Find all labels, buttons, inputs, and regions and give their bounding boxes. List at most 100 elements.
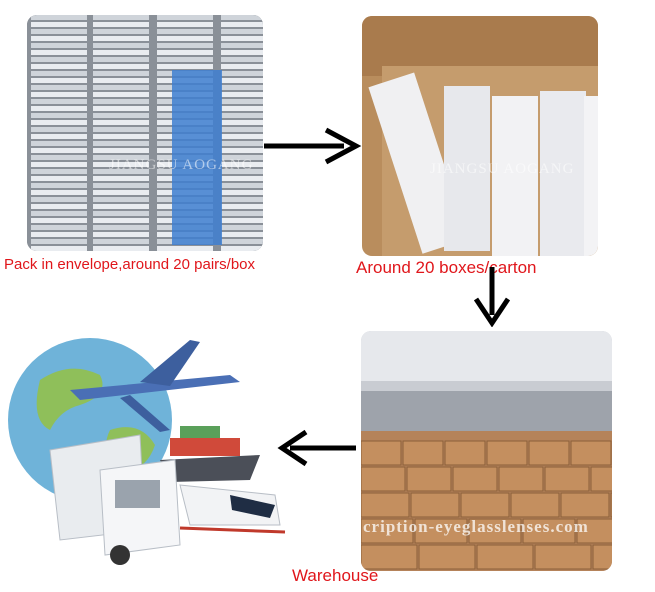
envelope-row <box>31 155 87 160</box>
envelope-row <box>31 190 87 195</box>
warehouse-carton <box>487 441 527 465</box>
envelope-row <box>93 113 149 118</box>
warehouse-carton <box>545 467 589 491</box>
envelope-row <box>221 218 263 223</box>
envelope-row <box>31 183 87 188</box>
envelope-row <box>221 29 263 34</box>
envelope-row <box>93 50 149 55</box>
envelope-row <box>221 71 263 76</box>
warehouse-carton <box>499 467 543 491</box>
envelope-row <box>31 71 87 76</box>
envelope-row <box>31 43 87 48</box>
envelope-row <box>31 176 87 181</box>
envelope-row <box>93 197 149 202</box>
envelope-row <box>31 239 87 244</box>
envelope-row <box>221 225 263 230</box>
envelope-row <box>31 64 87 69</box>
envelope-row <box>93 22 149 27</box>
envelope-row <box>31 36 87 41</box>
envelope-row <box>157 36 213 41</box>
envelope-stack-illustration <box>27 15 263 251</box>
envelope-row <box>31 204 87 209</box>
train-icon <box>180 485 285 532</box>
watermark-text: JIANGSU AOGANG <box>430 161 574 178</box>
envelope-row <box>31 218 87 223</box>
envelope-row <box>31 113 87 118</box>
envelope-row <box>157 246 213 251</box>
step-1-caption: Pack in envelope,around 20 pairs/box <box>4 256 255 273</box>
envelope-row <box>31 92 87 97</box>
step-3-caption: Warehouse <box>292 566 378 586</box>
envelope-row <box>221 50 263 55</box>
envelope-row <box>221 141 263 146</box>
envelope-row <box>31 127 87 132</box>
warehouse-carton <box>407 467 451 491</box>
warehouse-carton <box>445 441 485 465</box>
envelope-row <box>93 57 149 62</box>
envelope-row <box>221 134 263 139</box>
envelope-row <box>93 85 149 90</box>
arrow-right-icon <box>264 126 364 166</box>
envelope-row <box>221 43 263 48</box>
envelope-row <box>93 106 149 111</box>
warehouse-carton <box>611 493 612 517</box>
envelope-row <box>221 239 263 244</box>
envelope-row <box>93 78 149 83</box>
envelope-row <box>31 169 87 174</box>
envelope-row <box>93 15 149 20</box>
envelope-row <box>31 85 87 90</box>
envelope-row <box>31 99 87 104</box>
warehouse-carton <box>361 467 405 491</box>
warehouse-carton <box>477 545 533 569</box>
warehouse-carton <box>571 441 611 465</box>
envelope-row <box>221 197 263 202</box>
envelope-row <box>93 36 149 41</box>
envelope-row <box>93 71 149 76</box>
watermark-text: JIANGSU AOGANG <box>109 157 253 174</box>
watermark-text: cription-eyeglasslenses.com <box>363 517 589 537</box>
envelope-row <box>31 141 87 146</box>
envelope-row <box>221 120 263 125</box>
envelope-row <box>31 211 87 216</box>
envelope-row <box>157 29 213 34</box>
envelope-row <box>93 225 149 230</box>
envelope-row <box>93 183 149 188</box>
warehouse-carton <box>461 493 509 517</box>
envelope-row <box>31 57 87 62</box>
envelope-row <box>93 64 149 69</box>
envelope-row <box>221 22 263 27</box>
warehouse-carton <box>419 545 475 569</box>
envelope-row <box>31 29 87 34</box>
envelope-row <box>221 190 263 195</box>
envelope-row <box>157 50 213 55</box>
envelope-row <box>93 211 149 216</box>
envelope-row <box>93 127 149 132</box>
envelope-row <box>31 78 87 83</box>
warehouse-carton <box>411 493 459 517</box>
envelope-row <box>93 176 149 181</box>
envelope-row <box>31 246 87 251</box>
envelope-row <box>221 92 263 97</box>
envelope-row <box>157 43 213 48</box>
warehouse-carton <box>591 467 612 491</box>
envelope-row <box>93 99 149 104</box>
envelope-row <box>31 50 87 55</box>
envelope-row <box>221 127 263 132</box>
envelope-row <box>157 57 213 62</box>
envelope-row <box>93 120 149 125</box>
envelope-row <box>31 120 87 125</box>
warehouse-photo: cription-eyeglasslenses.com <box>361 331 612 571</box>
envelope-row <box>221 78 263 83</box>
envelope-row <box>221 246 263 251</box>
envelope-row <box>221 36 263 41</box>
envelope-row <box>31 106 87 111</box>
envelope-row <box>221 148 263 153</box>
warehouse-carton <box>535 545 591 569</box>
envelope-row <box>221 85 263 90</box>
warehouse-carton <box>453 467 497 491</box>
warehouse-carton <box>361 493 409 517</box>
carton-illustration <box>362 16 598 256</box>
envelope-row <box>31 134 87 139</box>
envelope-row <box>31 197 87 202</box>
envelope-row <box>221 113 263 118</box>
